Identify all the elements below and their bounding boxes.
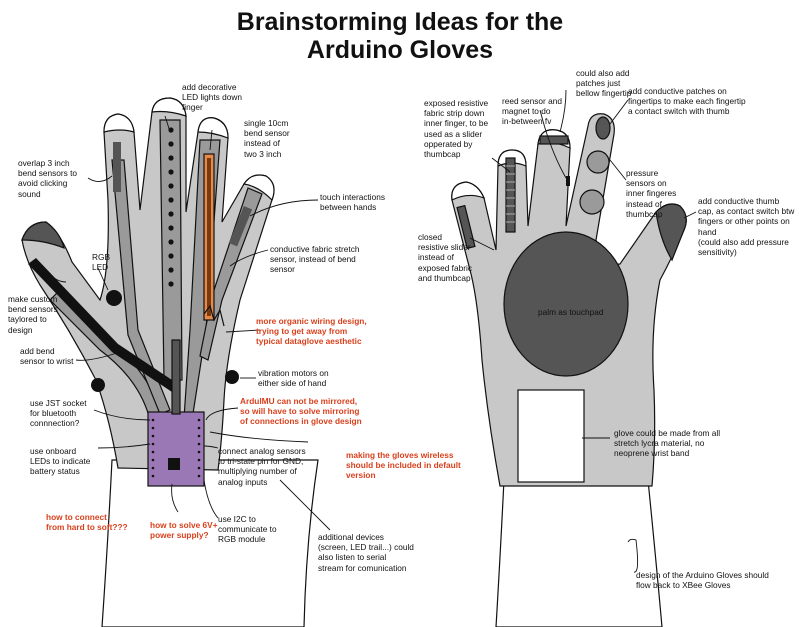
note-pressure-sensors: pressure sensors on inner fingeres inste… xyxy=(626,168,677,219)
note-wireless: making the gloves wireless should be inc… xyxy=(346,450,461,481)
note-single-bend-sensor: single 10cm bend sensor instead of two 3… xyxy=(244,118,290,159)
note-reed-sensor: reed sensor and magnet to do in-between … xyxy=(502,96,562,127)
note-thumb-cap: add conductive thumb cap, as contact swi… xyxy=(698,196,795,258)
note-touch-interactions: touch interactions between hands xyxy=(320,192,386,213)
palm-touchpad-label: palm as touchpad xyxy=(538,307,604,317)
note-conductive-fabric: conductive fabric stretch sensor, instea… xyxy=(270,244,360,275)
note-hard-to-soft: how to connect from hard to soft??? xyxy=(46,512,128,533)
right-leader-lines xyxy=(469,89,697,573)
note-overlap-bend-sensors: overlap 3 inch bend sensors to avoid cli… xyxy=(18,158,78,199)
left-leader-lines xyxy=(53,115,331,531)
diagram-title-line1: Brainstorming Ideas for the xyxy=(236,8,564,36)
note-organic-wiring: more organic wiring design, trying to ge… xyxy=(256,316,367,347)
note-rgb-led: RGB LED xyxy=(92,252,110,273)
note-custom-bend-sensors: make custom bend sensors taylored to des… xyxy=(8,294,58,335)
note-fingertip-patches: add conductive patches on fingertips to … xyxy=(628,86,746,117)
note-patches-below-fingertip: could also add patches just bellow finge… xyxy=(576,68,632,99)
note-resistive-strip: exposed resistive fabric strip down inne… xyxy=(424,98,489,160)
note-decorative-leds: add decorative LED lights down finger xyxy=(182,82,242,113)
diagram-title-line2: Arduino Gloves xyxy=(306,36,494,64)
note-closed-slider: closed resistive slider instead of expos… xyxy=(418,232,472,283)
note-bend-sensor-wrist: add bend sensor to wrist xyxy=(20,346,74,367)
note-jst-socket: use JST socket for bluetooth connnection… xyxy=(30,398,87,429)
note-lycra-material: glove could be made from all stretch lyc… xyxy=(614,428,721,459)
note-additional-devices: additional devices (screen, LED trail...… xyxy=(318,532,414,573)
left-glove xyxy=(21,97,319,627)
note-vibration-motors: vibration motors on either side of hand xyxy=(258,368,329,389)
note-i2c: use I2C to communicate to RGB module xyxy=(218,514,277,545)
note-xbee-gloves: design of the Arduino Gloves should flow… xyxy=(636,570,769,591)
note-power-supply: how to solve 6V+ power supply? xyxy=(150,520,218,541)
note-onboard-leds: use onboard LEDs to indicate battery sta… xyxy=(30,446,91,477)
note-analog-sensors: connect analog sensors to tri-state pin … xyxy=(218,446,306,487)
right-glove xyxy=(451,113,687,627)
note-ardulmu-mirroring: ArdulMU can not be mirrored, so will hav… xyxy=(240,396,362,427)
